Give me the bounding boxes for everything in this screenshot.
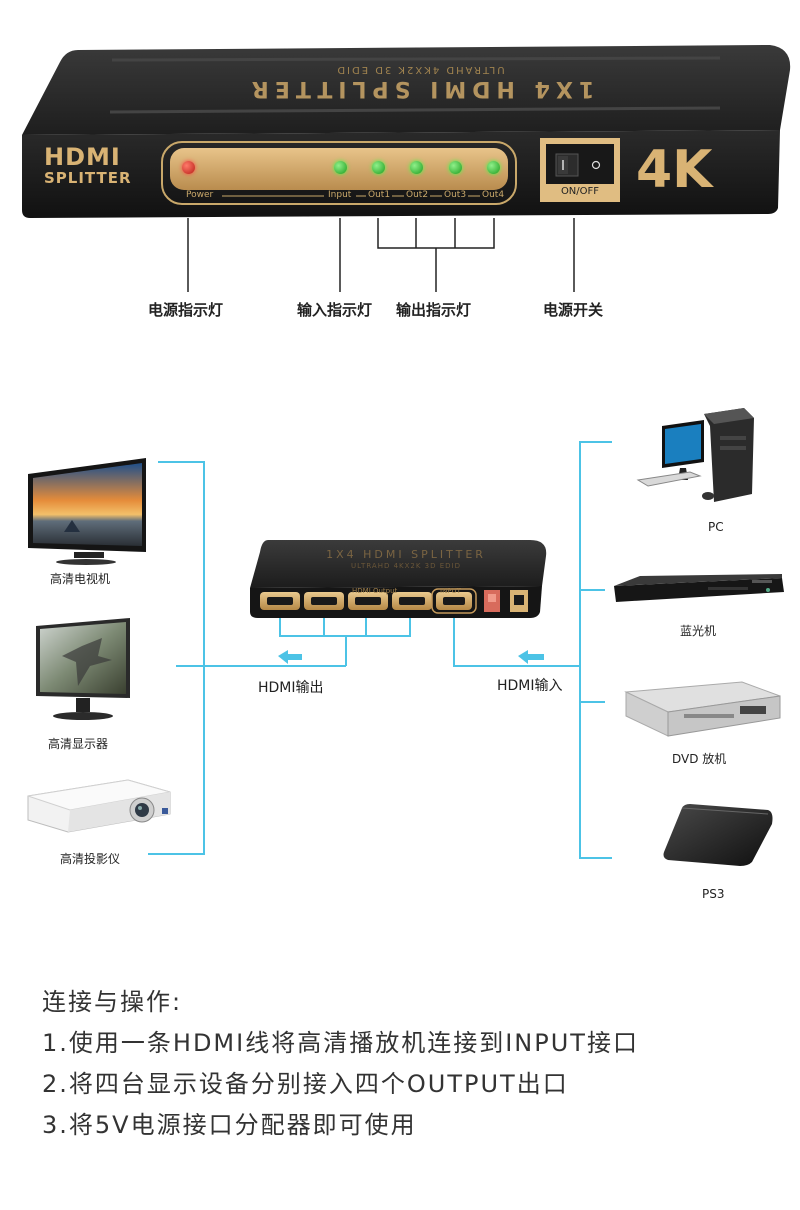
out4-led — [487, 161, 500, 174]
out2-led — [410, 161, 423, 174]
input-led-label: Input — [328, 190, 352, 200]
rear-title: 1X4 HDMI SPLITTER — [326, 548, 486, 561]
source-pc-label: PC — [708, 520, 724, 534]
arrows — [278, 650, 544, 664]
input-led — [334, 161, 347, 174]
hdmi-logo-text: HDMI — [44, 143, 121, 171]
instruction-step-2: 2.将四台显示设备分别接入四个OUTPUT出口 — [42, 1070, 569, 1098]
output-tv-label: 高清电视机 — [50, 572, 111, 586]
power-led-label: Power — [186, 190, 214, 200]
hdmi-in-label: HDMI输入 — [497, 678, 563, 694]
source-dvd-label: DVD 放机 — [672, 752, 727, 766]
power-led — [182, 161, 195, 174]
4k-badge: 4K — [636, 140, 713, 200]
splitter-front-body — [22, 45, 791, 218]
hdmi-out-label: HDMI输出 — [258, 680, 324, 696]
out2-led-label: Out2 — [406, 190, 429, 200]
splitter-logo-text: SPLITTER — [44, 169, 132, 187]
out3-led — [449, 161, 462, 174]
front-panel-figure: 1X4 HDMI SPLITTER ULTRAHD 4KX2K 3D EDID … — [0, 0, 800, 330]
out3-led-label: Out3 — [444, 190, 467, 200]
connection-lines — [148, 441, 612, 859]
output-monitor-label: 高清显示器 — [48, 737, 109, 751]
callout-output-led: 输出指示灯 — [396, 301, 472, 319]
dvd-player-icon — [624, 681, 781, 737]
power-switch-label: ON/OFF — [560, 186, 600, 197]
callout-lines — [187, 218, 575, 292]
rear-output-group-label: HDMI Output — [352, 587, 398, 595]
instruction-step-3: 3.将5V电源接口分配器即可使用 — [42, 1111, 417, 1139]
output-projector-label: 高清投影仪 — [60, 852, 121, 866]
pc-icon — [636, 408, 754, 502]
callout-power-led: 电源指示灯 — [148, 301, 224, 319]
splitter-rear-figure — [250, 540, 547, 618]
out1-led — [372, 161, 385, 174]
source-ps3-label: PS3 — [702, 887, 725, 901]
bluray-player-icon — [614, 574, 784, 602]
tv-icon — [28, 458, 146, 565]
callout-input-led: 输入指示灯 — [297, 301, 373, 319]
projector-icon — [27, 779, 171, 833]
out4-led-label: Out4 — [482, 190, 505, 200]
callout-power-switch: 电源开关 — [543, 301, 604, 319]
out1-led-label: Out1 — [368, 190, 391, 200]
rear-subtitle: ULTRAHD 4KX2K 3D EDID — [350, 562, 462, 570]
instructions-heading: 连接与操作: — [42, 988, 183, 1016]
hdmi-logo: HDMI SPLITTER — [44, 145, 156, 187]
monitor-icon — [36, 618, 130, 720]
instruction-step-1: 1.使用一条HDMI线将高清播放机连接到INPUT接口 — [42, 1029, 639, 1057]
ps3-icon — [663, 804, 773, 866]
source-bluray-label: 蓝光机 — [680, 624, 717, 638]
rear-input-label: INPUT — [440, 587, 461, 595]
